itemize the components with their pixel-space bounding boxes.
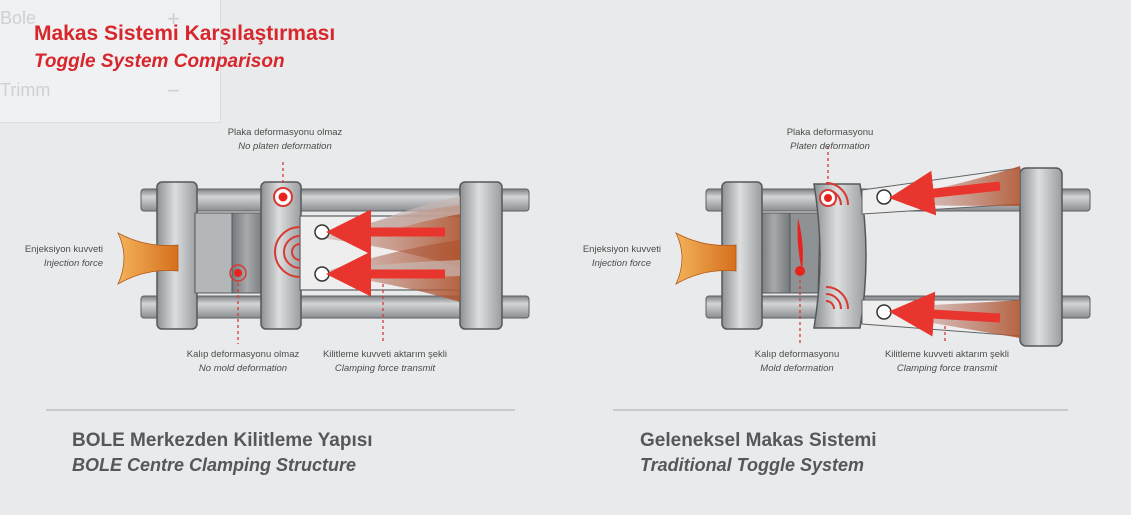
pivot-pin (314, 266, 330, 282)
plus-icon: + (167, 6, 180, 31)
left-platen-label: Plaka deformasyonu olmaz (227, 127, 343, 138)
background-row-bole: Bole + (0, 6, 210, 31)
rear-platen (459, 181, 503, 330)
mold-marker (229, 264, 247, 282)
background-panel: Bole + Trimm − (0, 0, 221, 123)
fixed-platen-boss (194, 212, 233, 294)
pivot-pin (876, 304, 892, 320)
injection-force-arrow (117, 232, 179, 285)
mold-marker-dot (795, 266, 805, 276)
mold-half (789, 212, 821, 294)
right-machine (675, 146, 1091, 347)
right-clamping-label: Kilitleme kuvveti aktarım şekli (884, 349, 1010, 360)
pressure-rings (274, 226, 301, 278)
right-mold-label: Kalıp deformasyonu (754, 349, 840, 360)
left-mold-label: Kalıp deformasyonu olmaz (186, 349, 300, 360)
minus-icon: − (167, 78, 180, 103)
left-mold-label-en: No mold deformation (198, 363, 288, 374)
left-caption-en: BOLE Centre Clamping Structure (72, 455, 357, 475)
right-mold-label-en: Mold deformation (760, 363, 834, 374)
right-clamping-label-en: Clamping force transmit (896, 363, 998, 374)
right-caption: Geleneksel Makas Sistemi (640, 430, 877, 451)
background-row-label: Bole (0, 8, 37, 28)
bent-moving-platen (813, 183, 867, 329)
mold-gap-mark (797, 218, 803, 271)
deformation-marker-dot (278, 192, 288, 202)
rear-platen (1019, 167, 1063, 347)
background-row-trimm: Trimm − (0, 78, 210, 103)
deformation-marker-dot (824, 194, 832, 202)
left-divider (46, 409, 515, 411)
pivot-pin (314, 224, 330, 240)
page-subtitle: Toggle System Comparison (34, 51, 285, 72)
left-injection-label: Enjeksiyon kuvveti (24, 244, 103, 255)
pivot-pin (876, 189, 892, 205)
right-caption-en: Traditional Toggle System (640, 455, 865, 475)
clamping-force-arrow (889, 170, 1001, 216)
left-clamping-label: Kilitleme kuvveti aktarım şekli (322, 349, 448, 360)
left-clamping-label-en: Clamping force transmit (334, 363, 436, 374)
clamping-force-arrow (889, 291, 1001, 337)
mold-half (757, 212, 791, 294)
left-caption: BOLE Merkezden Kilitleme Yapısı (72, 430, 373, 451)
right-injection-label-en: Injection force (591, 258, 651, 269)
left-machine (117, 162, 530, 344)
page-title: Makas Sistemi Karşılaştırması (34, 22, 336, 45)
background-row-label: Trimm (0, 80, 51, 100)
right-injection-label: Enjeksiyon kuvveti (582, 244, 661, 255)
right-platen-label: Plaka deformasyonu (786, 127, 874, 138)
injection-force-arrow (675, 232, 737, 285)
mold-marker-dot (234, 269, 242, 277)
right-divider (613, 409, 1068, 411)
left-platen-label-en: No platen deformation (238, 141, 332, 152)
right-platen-label-en: Platen deformation (790, 141, 870, 152)
left-injection-label-en: Injection force (43, 258, 103, 269)
